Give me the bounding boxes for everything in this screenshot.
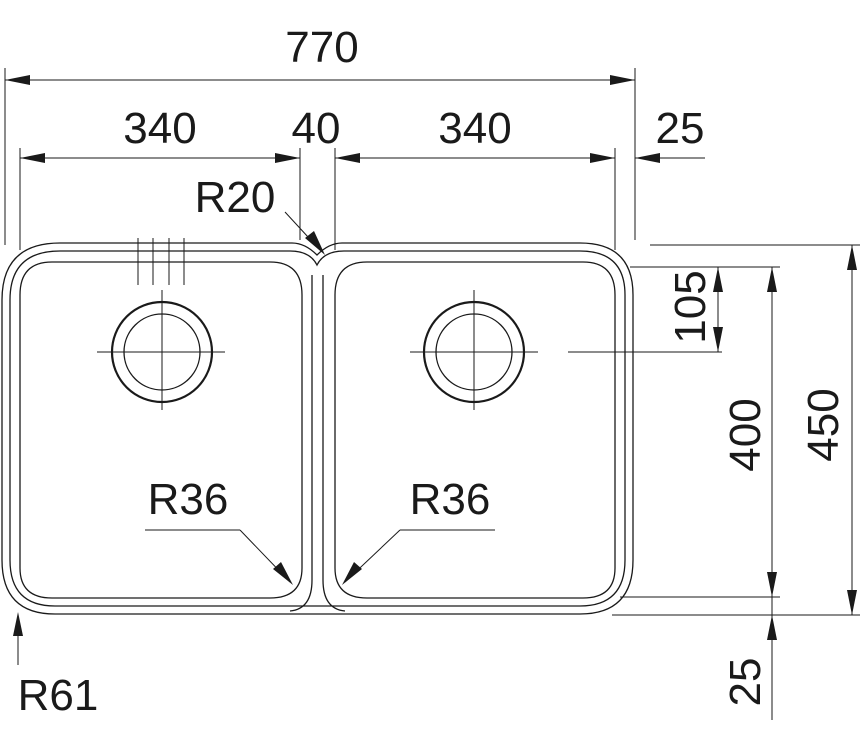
divider-radius-label: R20 — [195, 173, 276, 222]
left-bowl — [19, 261, 313, 612]
sink-outer-outline — [1, 242, 634, 615]
tap-hole-marks — [137, 238, 185, 285]
dimension-lines-vertical — [612, 244, 860, 720]
dimension-lines-horizontal — [4, 68, 705, 250]
right-margin-label: 25 — [656, 104, 705, 153]
right-bowl — [322, 261, 722, 612]
right-bowl-width-label: 340 — [438, 104, 511, 153]
bowl-depth-label: 400 — [721, 398, 770, 471]
left-bowl-radius-label: R36 — [148, 475, 229, 524]
overall-depth-label: 450 — [799, 388, 848, 461]
outer-radius-label: R61 — [18, 671, 99, 720]
overall-width-label: 770 — [285, 23, 358, 72]
divider-width-label: 40 — [292, 104, 341, 153]
bottom-margin-label: 25 — [721, 658, 770, 707]
radius-leaders — [13, 211, 495, 665]
right-bowl-radius-label: R36 — [410, 475, 491, 524]
drain-offset-label: 105 — [666, 270, 715, 343]
left-bowl-width-label: 340 — [123, 104, 196, 153]
